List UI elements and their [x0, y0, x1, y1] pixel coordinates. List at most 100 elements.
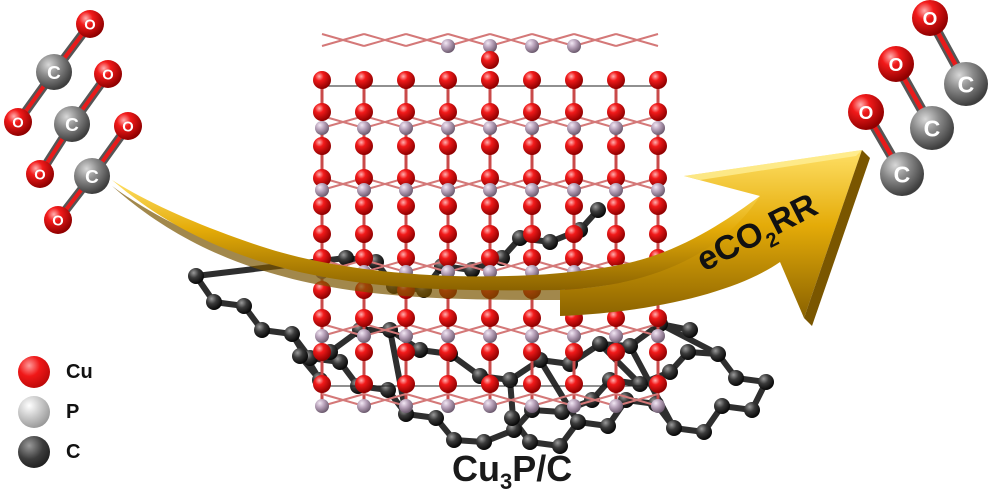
p-atom: [567, 399, 581, 413]
p-atom: [399, 399, 413, 413]
cu-atom: [481, 169, 499, 187]
lattice-bond: [573, 393, 617, 407]
cu-atom: [565, 375, 583, 393]
p-atom: [483, 329, 497, 343]
p-atom: [441, 121, 455, 135]
cu-atom: [439, 71, 457, 89]
lattice-bond: [489, 115, 533, 129]
p-atom: [315, 121, 329, 135]
carbon-atom: [622, 338, 638, 354]
cu-atom: [481, 51, 499, 69]
carbon-atom: [666, 420, 682, 436]
legend-label-c: C: [66, 440, 81, 463]
carbon-atom: [332, 354, 348, 370]
carbon-atom: [284, 326, 300, 342]
cu-atom: [397, 343, 415, 361]
cu-atom: [523, 225, 541, 243]
p-atom: [525, 121, 539, 135]
carbon-atom: [552, 438, 568, 454]
legend-item-cu: Cu: [18, 352, 93, 392]
cu-atom: [649, 137, 667, 155]
carbon-atom: [662, 364, 678, 380]
lattice-bond: [531, 393, 575, 407]
p-atom: [483, 183, 497, 197]
lattice-bond: [321, 33, 365, 47]
cu-atom: [481, 225, 499, 243]
oxygen-atom: O: [848, 94, 884, 130]
cu-atom: [607, 225, 625, 243]
p-atom: [399, 121, 413, 135]
carbon-atom: [236, 298, 252, 314]
lattice-bond: [405, 323, 449, 337]
cu-atom: [397, 225, 415, 243]
p-atom: [315, 183, 329, 197]
carbon-atom: [554, 404, 570, 420]
carbon-atom: [254, 322, 270, 338]
cu-atom: [649, 197, 667, 215]
cu-atom: [649, 343, 667, 361]
lattice-bond: [363, 115, 407, 129]
cu-atom-icon: [18, 356, 50, 388]
cu-atom: [481, 343, 499, 361]
cu-atom: [565, 137, 583, 155]
co-molecule: OC: [878, 46, 954, 150]
cu-atom: [355, 249, 373, 267]
carbon-atom: [522, 434, 538, 450]
cu-atom: [481, 137, 499, 155]
svg-text:C: C: [65, 115, 79, 136]
p-atom-icon: [18, 396, 50, 428]
p-atom: [651, 399, 665, 413]
cu-atom: [313, 169, 331, 187]
p-atom: [441, 39, 455, 53]
oxygen-atom: O: [4, 108, 32, 136]
lattice-bond: [615, 33, 659, 47]
cu-atom: [355, 343, 373, 361]
p-atom: [441, 329, 455, 343]
cu-atom: [439, 309, 457, 327]
oxygen-atom: O: [912, 0, 948, 36]
svg-text:O: O: [84, 17, 95, 33]
cu-atom: [523, 197, 541, 215]
cu-atom: [313, 375, 331, 393]
p-atom: [483, 399, 497, 413]
cu-atom: [481, 309, 499, 327]
cu-atom: [523, 71, 541, 89]
p-atom: [609, 121, 623, 135]
lattice-bond: [615, 115, 659, 129]
lattice-bond: [447, 393, 491, 407]
carbon-atom: [428, 410, 444, 426]
cu-atom: [397, 249, 415, 267]
carbon-atom: [206, 294, 222, 310]
cu-atom: [607, 137, 625, 155]
lattice-bond: [489, 323, 533, 337]
lattice-bond: [447, 33, 491, 47]
carbon-atom: [382, 322, 398, 338]
p-atom: [315, 399, 329, 413]
carbon-atom: [476, 434, 492, 450]
cu-atom: [649, 103, 667, 121]
lattice-bond: [531, 115, 575, 129]
cu-atom: [523, 137, 541, 155]
cu-atom: [439, 103, 457, 121]
cu-atom: [565, 343, 583, 361]
legend-item-c: C: [18, 432, 80, 472]
lattice-bond: [405, 393, 449, 407]
svg-text:C: C: [958, 71, 975, 97]
lattice-bond: [363, 323, 407, 337]
svg-text:C: C: [85, 167, 99, 188]
cu-atom: [313, 71, 331, 89]
cu-atom: [565, 103, 583, 121]
c-atom-icon: [18, 436, 50, 468]
cu-atom: [355, 225, 373, 243]
reaction-arrow: [112, 150, 870, 326]
co2-molecule: OCO: [26, 60, 122, 188]
oxygen-atom: O: [44, 206, 72, 234]
cu-atom: [397, 137, 415, 155]
cu-atom: [313, 103, 331, 121]
co2-molecule: O C O: [4, 10, 104, 136]
cu-atom: [397, 71, 415, 89]
cu-atom: [607, 169, 625, 187]
cu-atom: [397, 103, 415, 121]
